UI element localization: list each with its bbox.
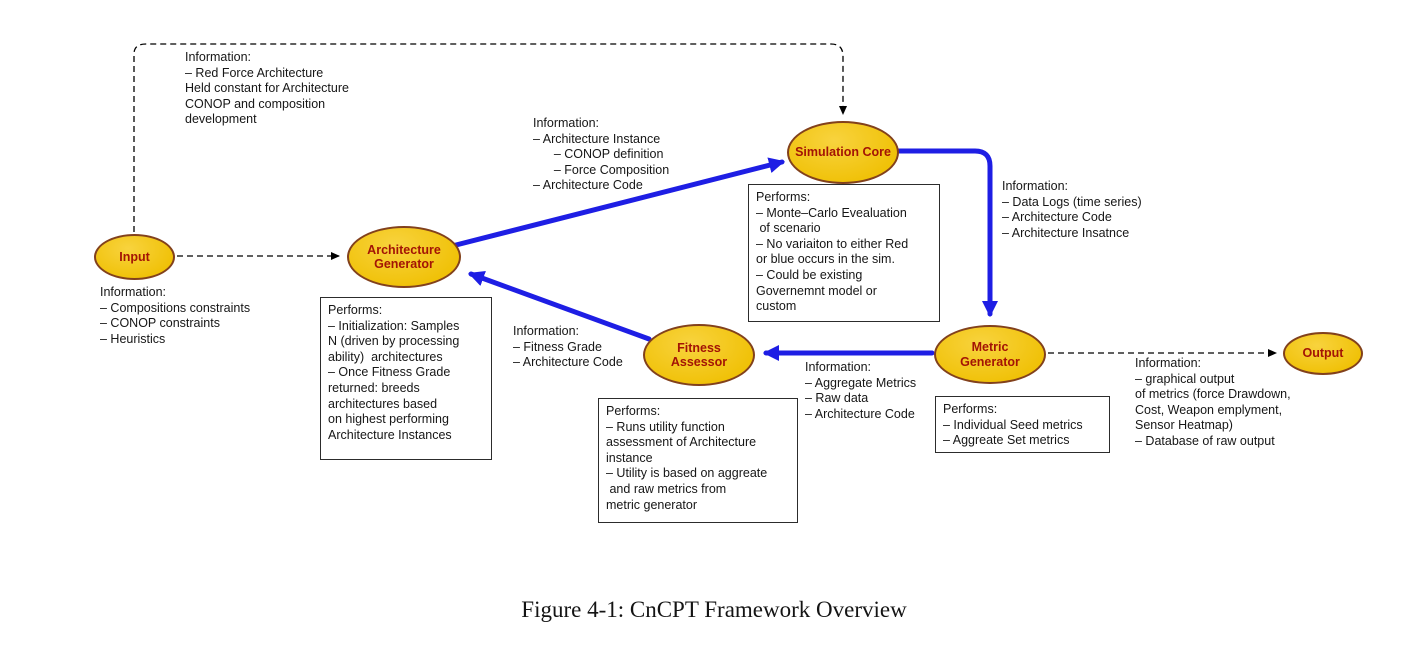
arrow-input-loop-to-simulation-core — [133, 43, 847, 232]
node-input: Input — [94, 234, 175, 280]
note-simulation-core-output-information: Information: – Data Logs (time series) –… — [1002, 179, 1142, 240]
node-simulation-core: Simulation Core — [787, 121, 899, 184]
box-metric-generator-performs: Performs: – Individual Seed metrics – Ag… — [935, 396, 1110, 453]
note-output-information: Information: – graphical output of metri… — [1135, 356, 1291, 448]
arrow-fitness-assessor-to-architecture-generator — [468, 270, 652, 342]
note-metric-generator-input-information: Information: – Aggregate Metrics – Raw d… — [805, 360, 917, 421]
box-architecture-generator-performs: Performs: – Initialization: Samples N (d… — [320, 297, 492, 460]
arrow-architecture-generator-to-simulation-core — [453, 157, 785, 248]
node-architecture-generator: Architecture Generator — [347, 226, 461, 288]
figure-caption: Figure 4-1: CnCPT Framework Overview — [521, 597, 907, 622]
box-fitness-assessor-performs: Performs: – Runs utility function assess… — [598, 398, 798, 523]
node-output: Output — [1283, 332, 1363, 375]
note-input-information: Information: – Compositions constraints … — [100, 285, 251, 346]
note-red-force-architecture: Information: – Red Force Architecture He… — [185, 50, 349, 127]
node-fitness-assessor: Fitness Assessor — [643, 324, 755, 386]
arrow-simulation-core-to-metric-generator — [895, 148, 998, 317]
note-architecture-instance-information: Information: – Architecture Instance – C… — [533, 116, 670, 193]
node-metric-generator: Metric Generator — [934, 325, 1046, 384]
box-simulation-core-performs: Performs: – Monte–Carlo Evealuation of s… — [748, 184, 940, 322]
note-fitness-output-information: Information: – Fitness Grade – Architect… — [513, 324, 623, 370]
